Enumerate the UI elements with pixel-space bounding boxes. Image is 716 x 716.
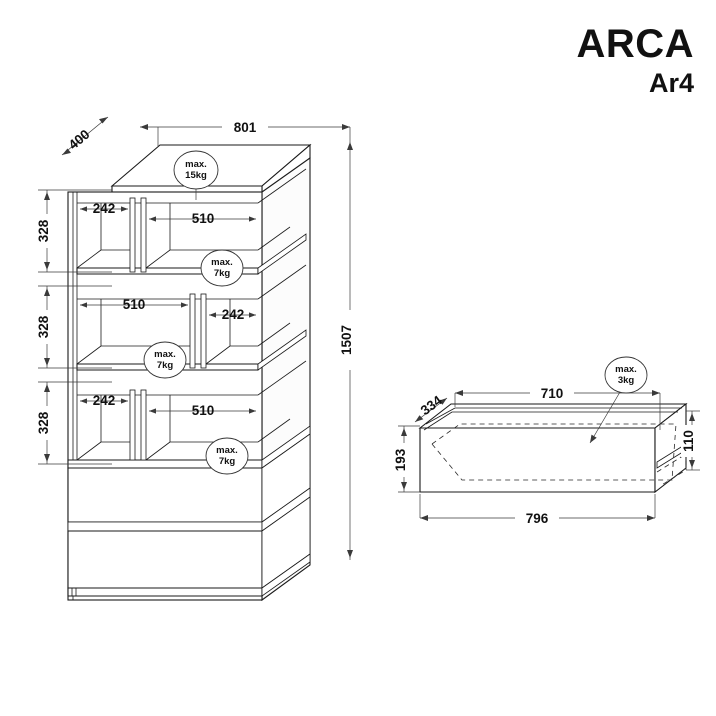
dim-row3-left-242	[80, 398, 128, 404]
dim-label-cabinet-width: 801	[234, 120, 257, 135]
load-badge-row2-line1: max.	[154, 349, 176, 360]
load-badge-drawer-line1: max.	[615, 364, 637, 375]
load-badge-row2-line2: 7kg	[157, 360, 174, 371]
load-badge-row1-line2: 7kg	[214, 268, 231, 279]
dim-label-row2-left: 510	[123, 297, 146, 312]
dim-label-cabinet-height: 1507	[339, 325, 354, 355]
cabinet-drawer-2[interactable]	[67, 496, 311, 589]
dim-label-row1-height: 328	[36, 219, 51, 242]
dim-row-heights: 328 328 328	[36, 189, 112, 465]
dim-label-drawer-box-height: 110	[681, 430, 696, 452]
dim-cabinet-width: 801	[140, 116, 351, 146]
brand-model: Ar4	[648, 68, 694, 98]
dim-label-drawer-front-height: 193	[393, 448, 408, 471]
dim-label-row1-right: 510	[192, 211, 215, 226]
cabinet-base	[67, 553, 311, 597]
drawer-inner-bottom-back	[431, 423, 676, 445]
dim-label-row3-right: 510	[192, 403, 215, 418]
dim-label-row2-height: 328	[36, 315, 51, 338]
dim-drawer-front-height: 193	[393, 425, 420, 493]
dim-cabinet-depth: 400	[61, 116, 109, 156]
load-badge-row-2: max. 7kg	[143, 341, 187, 379]
dim-row3-right-510	[149, 408, 256, 414]
load-badge-row1-line1: max.	[211, 257, 233, 268]
dim-label-row3-height: 328	[36, 411, 51, 434]
dim-row2-left-510	[80, 302, 188, 308]
load-badge-row3-line1: max.	[216, 445, 238, 456]
load-badge-row-3: max. 7kg	[205, 437, 249, 475]
drawer-front-panel	[419, 427, 656, 493]
load-badge-top-line1: max.	[185, 159, 207, 170]
dim-drawer-inner-width: 710	[454, 382, 661, 430]
brand-name: ARCA	[576, 22, 694, 66]
dim-cabinet-height: 1507	[336, 140, 358, 560]
cabinet-drawer-1[interactable]	[67, 433, 311, 523]
dim-row2-right-242	[209, 312, 256, 318]
load-badge-top: max. 15kg	[173, 150, 219, 200]
dim-label-drawer-inner-width: 710	[541, 386, 564, 401]
cabinet-drawing: 242 510	[36, 116, 358, 602]
dim-drawer-front-width: 796	[419, 494, 656, 527]
brand-block: ARCA Ar4	[576, 24, 694, 97]
load-badge-row-1: max. 7kg	[200, 249, 244, 287]
dim-row1-left-242	[80, 206, 128, 212]
dim-drawer-box-height: 110	[681, 410, 703, 471]
dim-label-row1-left: 242	[93, 201, 116, 216]
load-badge-top-line2: 15kg	[185, 170, 207, 181]
dim-label-row3-left: 242	[93, 393, 116, 408]
load-badge-drawer-line2: 3kg	[618, 375, 635, 386]
shelf-row-1: 242 510	[76, 168, 307, 275]
dim-label-row2-right: 242	[222, 307, 245, 322]
dim-row1-right-510	[149, 216, 256, 222]
load-badge-row3-line2: 7kg	[219, 456, 236, 467]
shelf-row-2: 510 242	[76, 264, 307, 371]
drawer-detail-drawing: max. 3kg 710 334	[393, 356, 703, 527]
dim-label-drawer-front-width: 796	[526, 511, 549, 526]
